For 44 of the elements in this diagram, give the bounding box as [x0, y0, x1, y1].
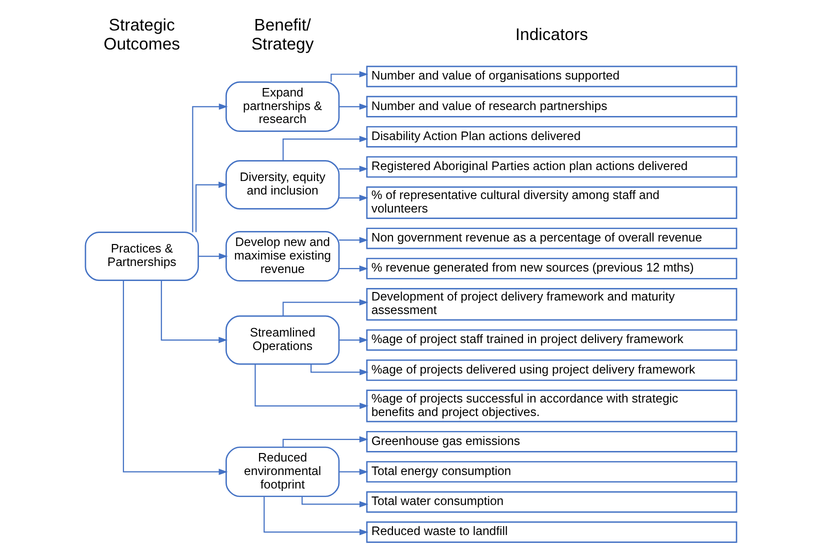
- arrow: [254, 364, 368, 410]
- node-box: % of representative cultural diversity among staff and volunteers: [366, 186, 737, 219]
- arrow: [338, 104, 368, 110]
- arrow: [338, 336, 368, 344]
- node-box: Streamlined Operations: [225, 315, 340, 365]
- arrow: [282, 299, 368, 316]
- arrow: [282, 136, 368, 160]
- node-box: Registered Aboriginal Parties action plan actions delivered: [366, 156, 737, 178]
- label: Benefit/ Strategy: [250, 16, 314, 54]
- node-box: % revenue generated from new sources (previous 12 mths): [366, 258, 737, 280]
- arrow: [282, 436, 368, 447]
- node-box: Disability Action Plan actions delivered: [366, 126, 737, 148]
- arrow: [194, 182, 227, 232]
- arrow: [160, 280, 228, 344]
- arrow: [338, 166, 368, 172]
- arrow: [122, 280, 228, 475]
- node-box: %age of projects successful in accordance with strategic benefits and project objectives.: [366, 390, 737, 422]
- arrow: [338, 194, 368, 202]
- node-box: Non government revenue as a percentage of overall revenue: [366, 228, 737, 250]
- label: Strategic Outcomes: [103, 16, 180, 54]
- node-box: Number and value of organisations supported: [366, 66, 737, 88]
- node-box: Reduced waste to landfill: [366, 521, 737, 543]
- node-box: Total energy consumption: [366, 461, 737, 483]
- node-box: Development of project delivery framework and maturity assessment: [366, 288, 737, 321]
- node-box: Diversity, equity and inclusion: [225, 160, 340, 210]
- node-box: %age of projects delivered using project delivery framework: [366, 359, 737, 381]
- arrow: [330, 71, 368, 82]
- node-box: %age of project staff trained in project delivery framework: [366, 329, 737, 351]
- node-box: Reduced environmental footprint: [225, 446, 340, 498]
- arrow: [301, 496, 368, 508]
- node-box: Practices & Partnerships: [84, 232, 198, 281]
- node-box: Total water consumption: [366, 491, 737, 513]
- node-box: Expand partnerships & research: [225, 81, 340, 132]
- arrow: [192, 104, 228, 232]
- node-box: Greenhouse gas emissions: [366, 430, 737, 452]
- label: Indicators: [514, 25, 588, 44]
- arrow: [338, 265, 368, 272]
- arrow: [338, 236, 368, 244]
- node-box: Develop new and maximise existing revenue: [225, 231, 340, 282]
- arrow: [263, 496, 368, 536]
- node-box: Number and value of research partnerships: [366, 96, 737, 118]
- arrow: [198, 253, 228, 260]
- arrow: [310, 364, 368, 376]
- arrow: [338, 468, 368, 475]
